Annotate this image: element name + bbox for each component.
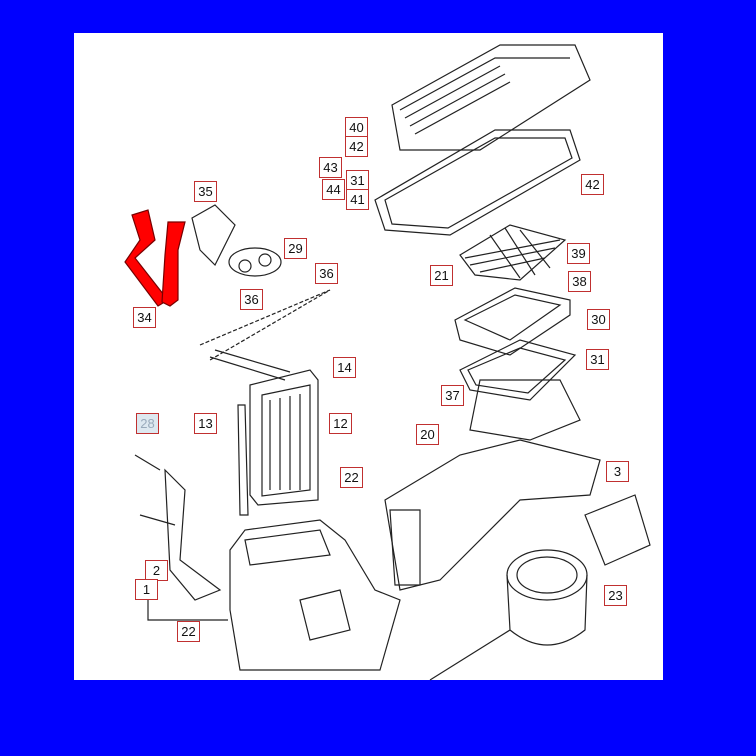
callout-44[interactable]: 44 (322, 179, 345, 200)
mesh-screen (459, 224, 567, 281)
heater-hose-34 (124, 209, 186, 307)
callout-21[interactable]: 21 (430, 265, 453, 286)
hose-seal-35 (191, 204, 236, 267)
callout-38[interactable]: 38 (568, 271, 591, 292)
callout-31[interactable]: 31 (346, 170, 369, 191)
callout-3[interactable]: 3 (606, 461, 629, 482)
callout-43[interactable]: 43 (319, 157, 342, 178)
heater-core-12 (209, 349, 319, 506)
callout-29[interactable]: 29 (284, 238, 307, 259)
callout-28[interactable]: 28 (136, 413, 159, 434)
filter-cover (391, 44, 591, 151)
callout-12[interactable]: 12 (329, 413, 352, 434)
callout-30[interactable]: 30 (587, 309, 610, 330)
grommet-29 (228, 247, 282, 277)
callout-39[interactable]: 39 (567, 243, 590, 264)
callout-13[interactable]: 13 (194, 413, 217, 434)
callout-37[interactable]: 37 (441, 385, 464, 406)
callout-2[interactable]: 2 (145, 560, 168, 581)
resistor-23 (584, 494, 651, 566)
callout-1[interactable]: 1 (135, 579, 158, 600)
heater-box (229, 519, 401, 671)
callout-36b[interactable]: 36 (240, 289, 263, 310)
callout-40[interactable]: 40 (345, 117, 368, 138)
callout-42[interactable]: 42 (345, 136, 368, 157)
callout-34[interactable]: 34 (133, 307, 156, 328)
callout-41[interactable]: 41 (346, 189, 369, 210)
callout-22[interactable]: 22 (340, 467, 363, 488)
callout-31b[interactable]: 31 (586, 349, 609, 370)
callout-20[interactable]: 20 (416, 424, 439, 445)
callout-14[interactable]: 14 (333, 357, 356, 378)
blower-motor (429, 549, 588, 681)
filter-frame (374, 129, 581, 236)
filter-housing (454, 287, 571, 356)
callout-42b[interactable]: 42 (581, 174, 604, 195)
seal-13 (237, 404, 249, 516)
callout-36[interactable]: 36 (315, 263, 338, 284)
gasket-31 (459, 339, 577, 401)
callout-22b[interactable]: 22 (177, 621, 200, 642)
callout-35[interactable]: 35 (194, 181, 217, 202)
guide-line (199, 289, 331, 361)
air-duct (384, 379, 601, 591)
callout-23[interactable]: 23 (604, 585, 627, 606)
